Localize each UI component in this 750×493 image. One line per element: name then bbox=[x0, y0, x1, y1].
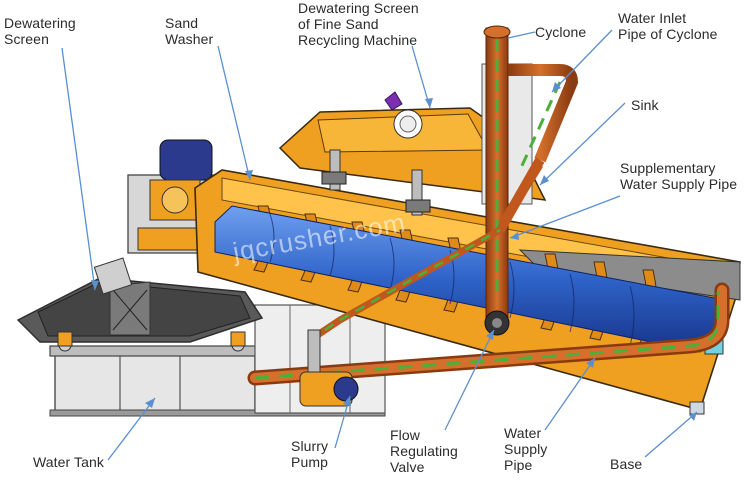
label-cyclone: Cyclone bbox=[535, 24, 587, 40]
leader-flow-valve bbox=[444, 329, 495, 431]
leader-dewatering-screen bbox=[61, 47, 96, 291]
label-sink: Sink bbox=[631, 97, 659, 113]
label-water-tank: Water Tank bbox=[33, 454, 105, 470]
leader-fine-sand-screen bbox=[411, 45, 431, 109]
leader-base bbox=[644, 411, 698, 458]
leader-sink bbox=[539, 102, 626, 186]
label-base: Base bbox=[610, 456, 643, 472]
leader-water-inlet bbox=[551, 29, 613, 93]
leader-supplementary bbox=[509, 195, 621, 239]
dewatering-screen-body bbox=[16, 257, 264, 352]
leader-water-supply-pipe bbox=[544, 357, 596, 431]
cyclone-assembly bbox=[481, 25, 579, 336]
supply-pipes bbox=[247, 163, 730, 407]
leader-sand-washer bbox=[217, 45, 251, 181]
washer-drive bbox=[127, 139, 219, 254]
fine-sand-screen bbox=[278, 91, 547, 216]
leader-water-tank bbox=[107, 397, 156, 461]
leader-cyclone bbox=[507, 31, 536, 39]
base-foot bbox=[689, 401, 705, 415]
